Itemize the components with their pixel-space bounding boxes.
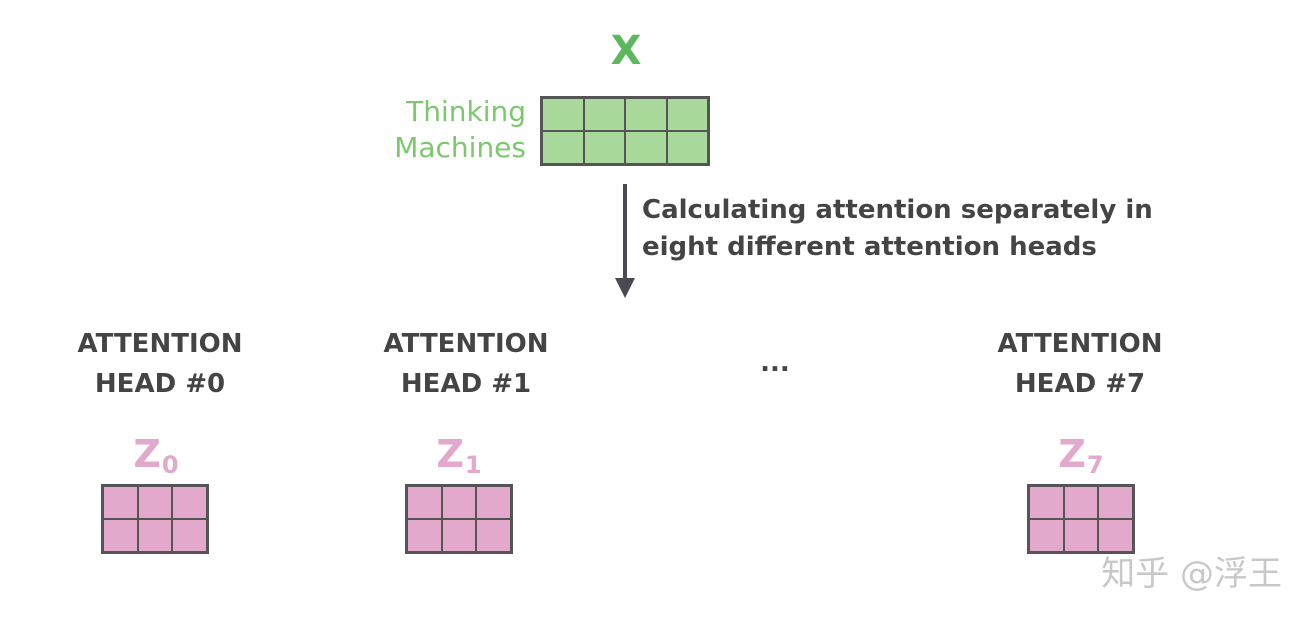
head-title-line: HEAD #0 <box>94 369 226 399</box>
input-matrix <box>540 96 710 166</box>
matrix-cell <box>476 486 511 519</box>
head-7-title: ATTENTION HEAD #7 <box>980 324 1180 404</box>
z-letter: Z <box>1058 432 1086 476</box>
matrix-cell <box>137 486 173 519</box>
head-7-output-label: Z7 <box>1031 432 1131 487</box>
head-title-line: HEAD #1 <box>400 369 532 399</box>
matrix-cell <box>407 486 442 519</box>
matrix-cell <box>476 519 511 552</box>
head-0-output-matrix <box>101 484 209 554</box>
word-machines: Machines <box>394 131 526 164</box>
matrix-cell <box>103 519 138 552</box>
word-thinking: Thinking <box>406 95 526 128</box>
z-subscript: 0 <box>161 451 179 479</box>
z-subscript: 7 <box>1086 451 1104 479</box>
head-7-output-matrix <box>1027 484 1135 554</box>
matrix-cell <box>172 519 207 552</box>
matrix-cell <box>103 486 138 519</box>
matrix-cell <box>666 131 708 164</box>
matrix-cell <box>1063 486 1099 519</box>
matrix-cell <box>441 519 477 552</box>
z-letter: Z <box>436 432 464 476</box>
head-1-title: ATTENTION HEAD #1 <box>366 324 566 404</box>
matrix-cell <box>1098 486 1133 519</box>
matrix-cell <box>583 98 625 131</box>
matrix-cell <box>1029 486 1064 519</box>
matrix-cell <box>625 131 667 164</box>
matrix-cell <box>441 486 477 519</box>
head-0-title: ATTENTION HEAD #0 <box>60 324 260 404</box>
matrix-cell <box>1029 519 1064 552</box>
watermark: 知乎 @浮王 <box>1101 554 1282 594</box>
head-title-line: HEAD #7 <box>1014 369 1146 399</box>
matrix-cell <box>1063 519 1099 552</box>
caption-line: eight different attention heads <box>642 232 1097 262</box>
input-words: Thinking Machines <box>360 94 526 166</box>
matrix-cell <box>583 131 625 164</box>
head-0-output-label: Z0 <box>106 432 206 487</box>
matrix-cell <box>172 486 207 519</box>
caption-line: Calculating attention separately in <box>642 195 1153 225</box>
matrix-cell <box>137 519 173 552</box>
matrix-cell <box>666 98 708 131</box>
head-title-line: ATTENTION <box>383 329 549 359</box>
matrix-cell <box>1098 519 1133 552</box>
input-matrix-label: X <box>610 28 642 74</box>
head-1-output-label: Z1 <box>409 432 509 487</box>
head-1-output-matrix <box>405 484 513 554</box>
matrix-cell <box>542 98 584 131</box>
z-subscript: 1 <box>464 451 482 479</box>
down-arrow-icon <box>615 184 635 298</box>
ellipsis: ... <box>760 348 790 378</box>
matrix-cell <box>625 98 667 131</box>
head-title-line: ATTENTION <box>997 329 1163 359</box>
matrix-cell <box>542 131 584 164</box>
head-title-line: ATTENTION <box>77 329 243 359</box>
process-caption: Calculating attention separately in eigh… <box>642 192 1153 266</box>
z-letter: Z <box>133 432 161 476</box>
matrix-cell <box>407 519 442 552</box>
